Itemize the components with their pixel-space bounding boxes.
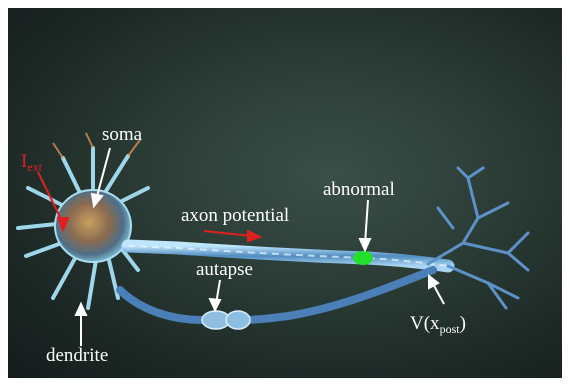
- autapse-bouton-right: [226, 311, 250, 329]
- neuron-illustration: [8, 8, 562, 378]
- axon-potential-arrow: [204, 231, 260, 241]
- current-arrow: [38, 172, 68, 230]
- dendrite-label: dendrite: [46, 346, 108, 365]
- abnormal-label: abnormal: [323, 180, 395, 199]
- abnormal-marker: [353, 251, 373, 265]
- i-ext-label: Iext: [21, 152, 42, 173]
- axon: [128, 246, 448, 266]
- autapse-loop: [120, 270, 433, 320]
- soma-label: soma: [102, 125, 142, 144]
- axon-terminal-branches: [428, 168, 528, 308]
- abnormal-pointer: [360, 200, 370, 250]
- dendrite-pointer: [76, 304, 86, 346]
- axon-potential-label: axon potential: [181, 206, 289, 225]
- autapse-label: autapse: [196, 260, 253, 279]
- v-post-pointer: [429, 276, 444, 304]
- v-post-label: V(xpost): [410, 314, 466, 335]
- autapse-pointer: [210, 280, 220, 310]
- neuron-diagram: soma Iext axon potential abnormal autaps…: [8, 8, 562, 378]
